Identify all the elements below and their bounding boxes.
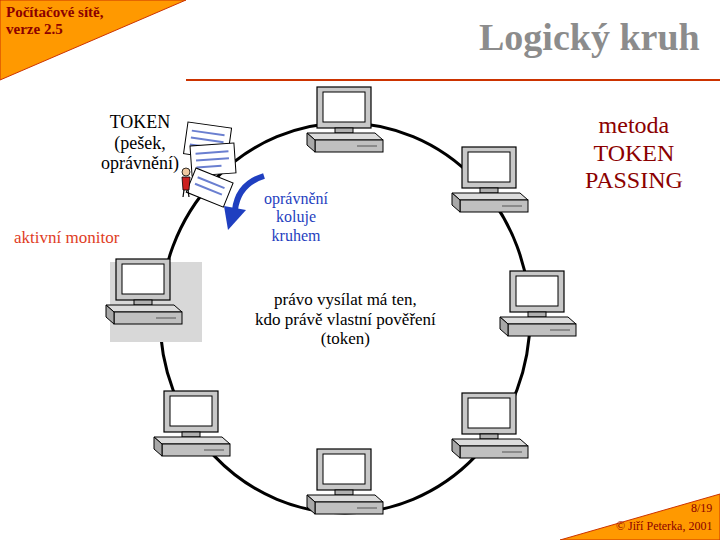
slide-title: Logický kruh [479, 16, 700, 60]
page-number: 8/19 [691, 502, 712, 516]
corner-triangle [0, 0, 186, 80]
token-label: TOKEN(pešek,oprávnění) [101, 112, 179, 174]
computer-icon [307, 449, 383, 514]
rule-note: právo vysílat má ten,kdo právě vlastní p… [255, 290, 436, 349]
token-icon [182, 122, 236, 207]
computer-icon [154, 391, 230, 456]
circulation-arrow [235, 176, 264, 210]
arrow-head [224, 206, 246, 230]
computer-icon [307, 87, 383, 152]
arrow-label: oprávněníkolujekruhem [264, 190, 328, 245]
monitor-label: aktivní monitor [14, 228, 119, 248]
computer-icon [106, 259, 182, 324]
copyright-note: © Jiří Peterka, 2001 [616, 520, 712, 534]
computer-icon [452, 393, 528, 458]
computer-icon [500, 271, 576, 336]
corner-triangle [560, 494, 720, 540]
course-label: Počítačové sítě,verze 2.5 [6, 4, 103, 39]
header-rule [186, 79, 720, 81]
computer-icon [452, 147, 528, 212]
method-label: metodaTOKENPASSING [585, 112, 683, 195]
